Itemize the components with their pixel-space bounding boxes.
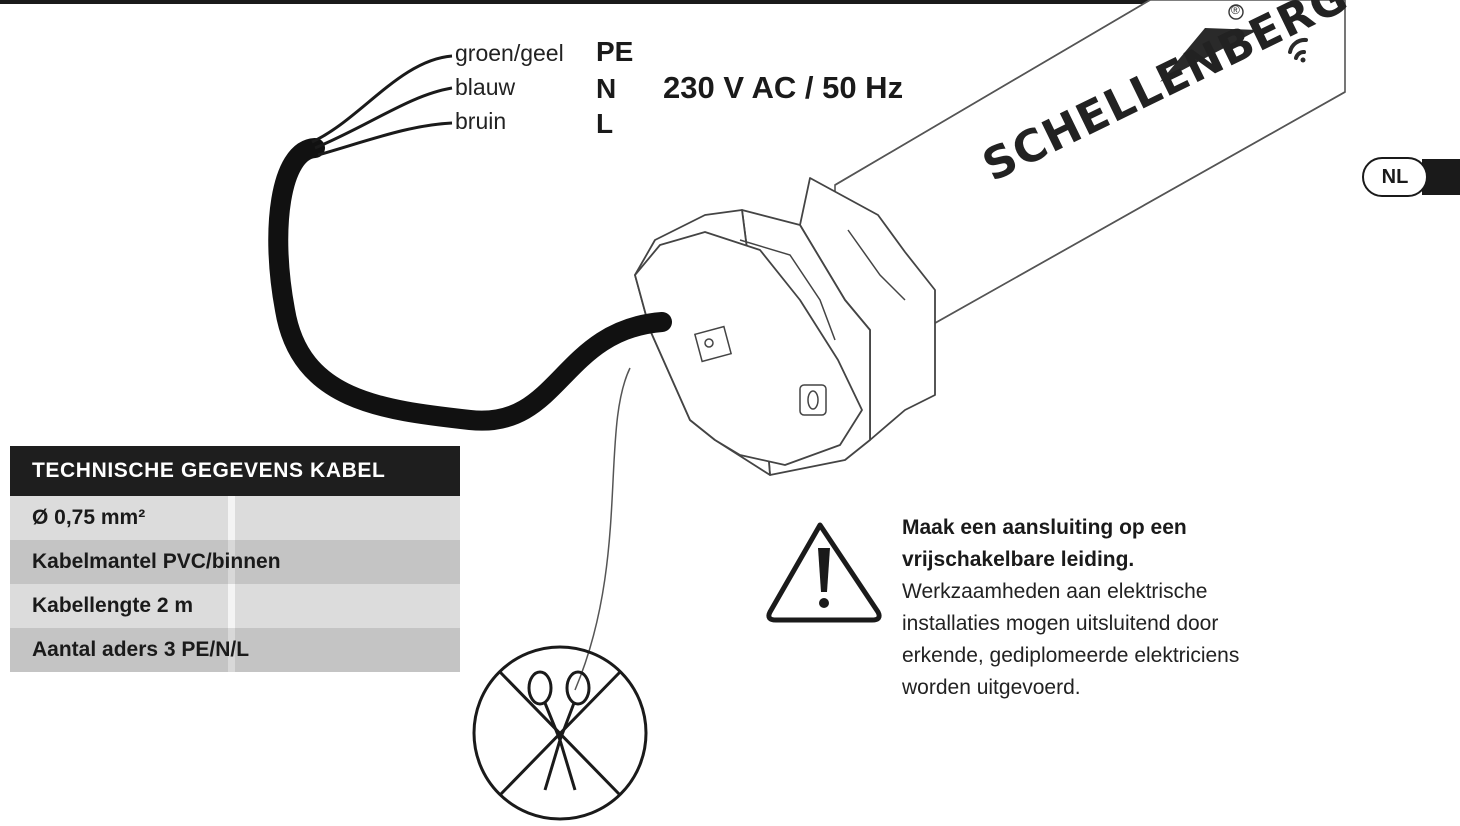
wire-ends (311, 54, 453, 157)
motor-head (634, 177, 936, 476)
spec-row: Kabellengte 2 m (10, 584, 460, 628)
warning-body-line: Werkzaamheden aan elektrische (902, 580, 1208, 603)
motor-head-details (693, 229, 906, 416)
terminal-n: N (596, 73, 617, 104)
registered-mark: ® (1231, 3, 1240, 17)
spec-row-text: Kabelmantel PVC/binnen (32, 550, 281, 573)
wire-label-n: blauw (455, 74, 516, 100)
warning-title-line1: Maak een aansluiting op een (902, 516, 1187, 539)
warning-body-line: installaties mogen uitsluitend door (902, 612, 1219, 635)
spec-row-text: Ø 0,75 mm² (32, 506, 146, 529)
spec-table: TECHNISCHE GEGEVENS KABEL Ø 0,75 mm² Kab… (10, 446, 460, 672)
wire-label-pe: groen/geel (455, 40, 564, 66)
brand-logo-mark (1160, 28, 1258, 82)
language-badge: NL (1362, 157, 1460, 197)
terminal-l: L (596, 108, 614, 139)
warning-body-line: erkende, gediplomeerde elektriciens (902, 644, 1240, 667)
thin-wire (574, 367, 631, 691)
warning-title-line2: vrijschakelbare leiding. (902, 548, 1135, 571)
spec-row: Aantal aders 3 PE/N/L (10, 628, 460, 672)
no-cutting-scissors-icon (472, 645, 648, 821)
registered-circle (1228, 4, 1244, 20)
warning-body-line: worden uitgevoerd. (902, 676, 1081, 699)
spec-table-title: TECHNISCHE GEGEVENS KABEL (10, 446, 460, 496)
warning-triangle-icon (766, 522, 882, 623)
spec-row-text: Kabellengte 2 m (32, 594, 194, 617)
wireless-signal-icon (1288, 37, 1308, 63)
warning-text: Maak een aansluiting op een vrijschakelb… (902, 512, 1362, 704)
supply-voltage: 230 V AC / 50 Hz (663, 70, 904, 105)
top-rule (0, 0, 1345, 4)
spec-row: Kabelmantel PVC/binnen (10, 540, 460, 584)
spec-row-text: Aantal aders 3 PE/N/L (32, 638, 250, 661)
terminal-pe: PE (596, 36, 634, 67)
badge-tab (1422, 159, 1460, 195)
wire-label-l: bruin (455, 108, 507, 134)
spec-row: Ø 0,75 mm² (10, 496, 460, 540)
badge-pill: NL (1362, 157, 1428, 197)
badge-label: NL (1381, 166, 1409, 188)
main-cable (268, 138, 672, 431)
